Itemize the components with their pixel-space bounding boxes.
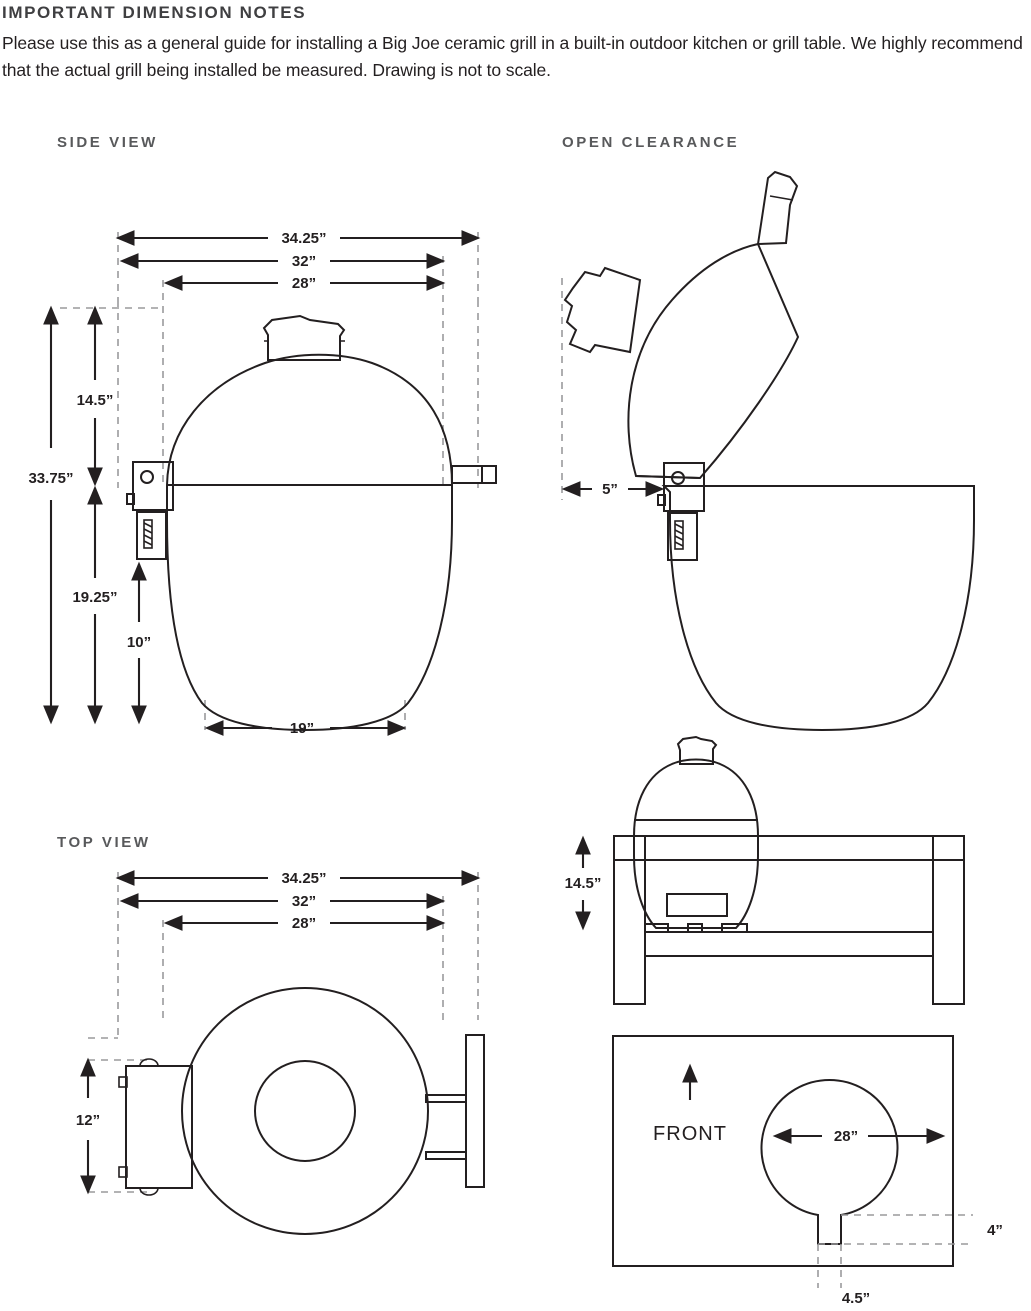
grill-damper-open [563, 266, 642, 354]
side-view-dimension-33-75: 33.75” [28, 305, 74, 725]
side-view-dimension-32: 32” [119, 253, 446, 270]
grill-hinge-assembly-open [657, 462, 705, 561]
front-label: FRONT [653, 1123, 727, 1145]
cutout-template-drawing: FRONT 28” 4” 4.5” [612, 1035, 1003, 1307]
dimension-label-28-top: 28” [292, 915, 316, 932]
side-view-dimension-14-5: 14.5” [77, 305, 114, 487]
side-view-guide-lines [60, 232, 479, 730]
side-view-drawing: 34.25” 32” 28” 33.75” 14.5” 19.2 [28, 230, 497, 737]
grill-chimney-cap-open [756, 170, 799, 246]
grill-ceramic-body-side [166, 353, 453, 732]
dimension-label-33-75: 33.75” [28, 470, 73, 487]
grill-ash-drawer [666, 893, 728, 917]
cutout-dimension-28: 28” [772, 1128, 946, 1145]
table-elevation-drawing: 14.5” [565, 735, 965, 1005]
notes-body-text: Please use this as a general guide for i… [2, 33, 1023, 80]
grill-handle-top [425, 1034, 485, 1188]
cutout-counter-outline [612, 1035, 954, 1267]
grill-body-table [633, 758, 759, 929]
grill-lid-open [627, 242, 800, 480]
front-direction-indicator: FRONT [653, 1063, 727, 1145]
dimension-label-4-5: 4.5” [842, 1290, 870, 1307]
grill-hinge-assembly-side [126, 461, 174, 560]
dimension-label-12: 12” [76, 1112, 100, 1129]
dimension-label-32-top: 32” [292, 893, 316, 910]
dimension-label-4: 4” [987, 1222, 1003, 1239]
side-view-dimension-28: 28” [163, 275, 446, 292]
open-lid-edge [635, 475, 701, 479]
dimension-label-14-5-table: 14.5” [565, 875, 602, 892]
open-clearance-drawing: 5” [561, 170, 975, 732]
section-heading-side-view: SIDE VIEW [57, 134, 158, 151]
dimension-notes-header: IMPORTANT DIMENSION NOTES Please use thi… [0, 0, 1031, 84]
cutout-dimension-4-5: 4.5” [817, 1244, 870, 1307]
dimension-label-5: 5” [602, 481, 618, 498]
dimension-label-19-25: 19.25” [72, 589, 117, 606]
dimension-label-32: 32” [292, 253, 316, 270]
grill-chimney-cap-side [262, 314, 346, 361]
dimension-label-34-25-top: 34.25” [281, 870, 326, 887]
page-title: IMPORTANT DIMENSION NOTES [2, 3, 307, 22]
side-view-dimension-19-25: 19.25” [72, 485, 118, 725]
top-view-drawing: 34.25” 32” 28” 12” [76, 870, 485, 1235]
side-view-dimension-10: 10” [127, 561, 151, 725]
cutout-dimension-4: 4” [818, 1214, 1003, 1245]
grill-base-open [661, 485, 975, 732]
grill-handle-side [451, 465, 497, 484]
top-view-dimension-12: 12” [76, 1057, 100, 1195]
grill-chimney-circle-top [254, 1060, 356, 1162]
top-view-dimension-34-25: 34.25” [115, 870, 481, 887]
open-clearance-dimension-5: 5” [561, 481, 665, 498]
side-view-dimension-34-25: 34.25” [115, 230, 481, 247]
dimension-label-10: 10” [127, 634, 151, 651]
dimension-label-19: 19” [290, 720, 314, 737]
dimension-label-28-cutout: 28” [834, 1128, 858, 1145]
table-dimension-14-5: 14.5” [565, 835, 602, 931]
dimension-label-34-25: 34.25” [281, 230, 326, 247]
section-heading-top-view: TOP VIEW [57, 834, 151, 851]
grill-chimney-cap-table [676, 735, 718, 765]
top-view-dimension-32: 32” [119, 893, 446, 910]
section-heading-open-clearance: OPEN CLEARANCE [562, 134, 740, 151]
top-view-dimension-28: 28” [163, 915, 446, 932]
grill-hinge-bracket-top [118, 1058, 193, 1196]
table-structure [613, 835, 965, 1005]
open-cap-notch [769, 195, 794, 201]
top-view-guide-lines [88, 872, 479, 1193]
dimension-label-14-5: 14.5” [77, 392, 114, 409]
cutout-circle-with-notch [760, 1079, 899, 1245]
dimension-label-28: 28” [292, 275, 316, 292]
grill-body-circle-top [181, 987, 429, 1235]
